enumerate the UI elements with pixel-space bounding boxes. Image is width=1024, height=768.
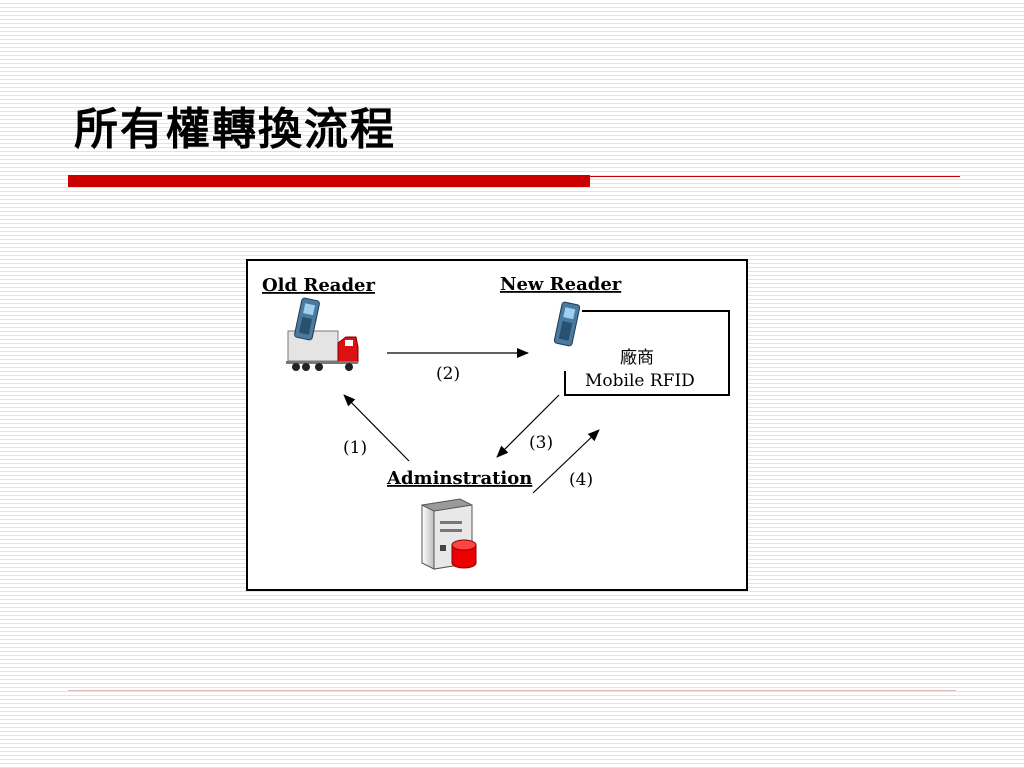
vendor-box-outline xyxy=(564,310,730,396)
vendor-label: 廠商 xyxy=(620,347,654,368)
handheld-reader-icon xyxy=(553,301,581,347)
database-icon xyxy=(451,539,477,569)
step-3-label: (3) xyxy=(529,433,553,453)
step-2-label: (2) xyxy=(436,364,460,384)
title-rule-thin xyxy=(590,176,960,177)
step-4-label: (4) xyxy=(569,470,593,490)
slide-title: 所有權轉換流程 xyxy=(74,104,396,155)
arrow-admin-to-old-reader xyxy=(343,394,410,462)
arrow-new-reader-to-admin xyxy=(496,394,560,458)
footer-rule xyxy=(68,690,956,691)
step-1-label: (1) xyxy=(343,438,367,458)
administration-label: Adminstration xyxy=(386,468,532,489)
ownership-transfer-diagram: Old Reader New Reader Adminstration 廠商 M… xyxy=(246,259,748,591)
handheld-reader-icon xyxy=(294,297,320,341)
title-rule-thick xyxy=(68,175,590,187)
vendor-system-label: Mobile RFID xyxy=(585,371,695,391)
old-reader-label: Old Reader xyxy=(262,275,375,296)
arrow-admin-to-vendor xyxy=(532,429,600,494)
new-reader-label: New Reader xyxy=(500,274,622,295)
diagram-frame xyxy=(246,259,748,591)
